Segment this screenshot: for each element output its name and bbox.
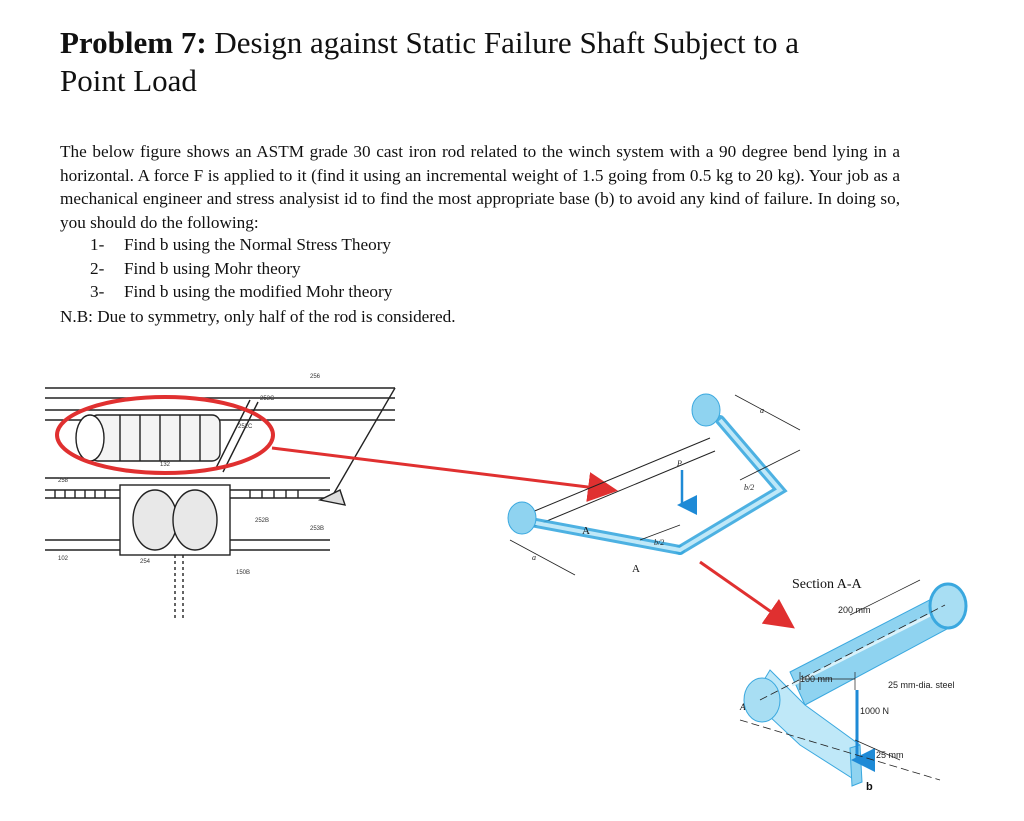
intro-paragraph: The below figure shows an ASTM grade 30 … (60, 142, 900, 232)
svg-text:100 mm: 100 mm (800, 674, 833, 684)
list-item: 3-Find b using the modified Mohr theory (90, 282, 393, 301)
title-text-line2: Point Load (60, 63, 197, 98)
winch-drawing (45, 387, 396, 620)
svg-text:P: P (676, 459, 682, 468)
svg-text:A: A (582, 525, 590, 537)
svg-text:b/2: b/2 (744, 483, 754, 492)
section-drawing (739, 579, 968, 787)
bent-rod-drawing (507, 393, 801, 576)
point-label: A (739, 702, 746, 712)
section-title: Section A-A (792, 577, 862, 592)
svg-text:A: A (632, 563, 640, 575)
svg-text:253C: 253C (260, 396, 275, 402)
svg-text:a: a (760, 406, 764, 415)
svg-text:1000 N: 1000 N (860, 706, 889, 716)
rod-labels: P a a b/2 b/2 (532, 406, 764, 562)
svg-text:102: 102 (58, 556, 69, 562)
svg-text:252C: 252C (238, 424, 253, 430)
svg-text:253B: 253B (310, 526, 324, 532)
base-label: b (866, 781, 873, 793)
page-title: Problem 7: Design against Static Failure… (60, 24, 960, 100)
section-labels: 200 mm 100 mm 25 mm-dia. steel 1000 N 25… (800, 605, 955, 760)
svg-text:252B: 252B (255, 518, 269, 524)
task-list: 1-Find b using the Normal Stress Theory … (90, 233, 392, 304)
svg-text:132: 132 (160, 462, 171, 468)
problem-label: Problem 7: (60, 25, 207, 60)
svg-text:25 mm-dia. steel: 25 mm-dia. steel (888, 680, 955, 690)
red-arrow-1 (271, 446, 618, 502)
svg-text:b/2: b/2 (654, 538, 664, 547)
symmetry-note: N.B: Due to symmetry, only half of the r… (60, 307, 456, 326)
section-marks: A A (582, 525, 640, 575)
svg-text:256: 256 (310, 374, 321, 380)
highlight-ellipse (55, 395, 275, 475)
winch-part-labels: 253C 252C 132 258 252B 253B 254 150B 102… (58, 374, 324, 576)
svg-text:200 mm: 200 mm (838, 605, 871, 615)
svg-text:258: 258 (58, 478, 69, 484)
list-item: 1-Find b using the Normal Stress Theory (90, 235, 392, 254)
svg-text:25 mm: 25 mm (876, 750, 904, 760)
svg-text:150B: 150B (236, 570, 250, 576)
list-item: 2-Find b using Mohr theory (90, 258, 301, 278)
red-arrow-2 (699, 560, 795, 629)
svg-text:a: a (532, 553, 536, 562)
svg-text:254: 254 (140, 559, 151, 565)
title-text: Design against Static Failure Shaft Subj… (206, 25, 799, 60)
